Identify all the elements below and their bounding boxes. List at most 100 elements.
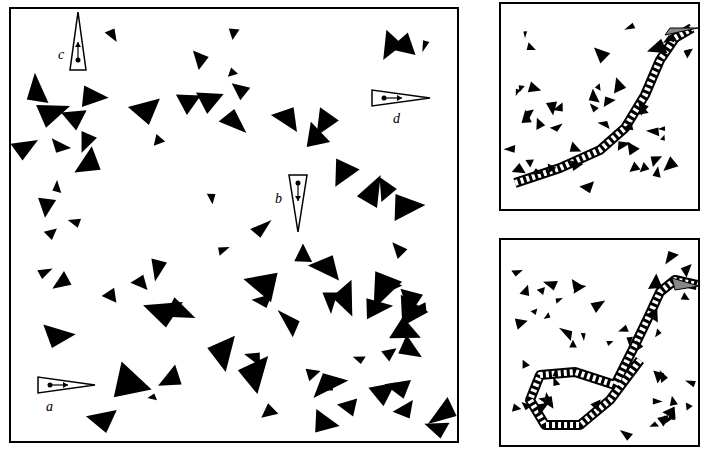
obstacle: [527, 42, 536, 50]
obstacle: [589, 89, 600, 103]
obstacle: [591, 300, 606, 313]
obstacle: [651, 156, 663, 167]
obstacle: [193, 50, 209, 70]
obstacle: [322, 292, 337, 314]
obstacle: [207, 194, 216, 204]
obstacle: [618, 141, 631, 151]
obstacle: [523, 360, 531, 369]
obstacle: [624, 23, 635, 30]
path-outline: [530, 280, 697, 425]
obstacle: [381, 348, 396, 361]
obstacle: [68, 219, 81, 228]
obstacle: [315, 409, 339, 432]
obstacle: [657, 415, 668, 427]
obstacle: [337, 399, 357, 417]
obstacle: [102, 288, 117, 303]
obstacle: [595, 83, 601, 91]
obstacle: [392, 242, 407, 259]
arrowhead: [397, 95, 402, 101]
obstacle: [308, 255, 339, 280]
obstacle: [646, 308, 658, 323]
obstacle: [424, 423, 449, 439]
obstacle: [52, 271, 71, 289]
robot-final: [672, 278, 699, 290]
obstacle: [114, 362, 152, 398]
obstacle: [544, 312, 551, 319]
obstacle: [38, 198, 56, 218]
obstacle: [658, 126, 665, 131]
obstacle: [428, 397, 457, 424]
obstacle: [548, 163, 557, 173]
obstacle: [261, 403, 278, 417]
obstacle: [143, 302, 183, 328]
obstacle: [61, 110, 87, 130]
obstacle: [243, 273, 277, 303]
obstacle: [196, 92, 224, 114]
obstacle: [515, 318, 528, 329]
obstacle: [353, 357, 366, 365]
obstacle: [653, 398, 663, 404]
obstacle: [618, 325, 629, 332]
obstacle: [182, 98, 191, 108]
robot-group: [38, 12, 430, 393]
obstacle: [74, 146, 100, 172]
obstacle: [686, 403, 693, 411]
obstacle: [537, 403, 549, 416]
obstacle: [574, 284, 587, 294]
obstacle: [357, 175, 381, 208]
obstacle: [531, 308, 538, 315]
obstacle: [278, 310, 300, 337]
obstacle: [314, 373, 349, 398]
obstacle: [579, 181, 594, 193]
robot-label: c: [57, 48, 65, 62]
obstacle: [537, 287, 545, 295]
obstacle: [570, 142, 582, 152]
obstacle: [655, 328, 662, 337]
obstacle-group: [11, 28, 457, 438]
obstacle: [569, 340, 577, 348]
obstacle: [614, 77, 626, 93]
obstacle: [620, 430, 633, 441]
obstacle: [232, 83, 251, 100]
robot-label: d: [392, 112, 401, 126]
obstacle: [520, 285, 530, 296]
obstacle: [649, 422, 659, 427]
obstacle: [590, 400, 600, 412]
obstacle: [681, 264, 692, 278]
obstacle: [306, 369, 321, 382]
obstacle: [82, 131, 98, 153]
obstacle: [536, 118, 545, 130]
obstacle: [647, 39, 668, 54]
obstacle: [380, 177, 397, 202]
obstacle: [646, 128, 659, 137]
obstacle: [398, 335, 422, 358]
obstacle: [550, 124, 563, 132]
obstacle: [685, 381, 696, 388]
obstacle: [523, 31, 527, 38]
obstacle: [401, 295, 429, 327]
obstacle: [543, 281, 558, 291]
robot-label: a: [45, 400, 54, 414]
obstacle: [147, 393, 157, 400]
obstacle: [528, 82, 541, 93]
obstacle: [503, 145, 515, 153]
path-outline: [515, 28, 692, 183]
obstacle: [176, 94, 201, 115]
inset-frame: [500, 3, 699, 210]
swept-path: [530, 278, 699, 425]
obstacle: [27, 73, 49, 103]
obstacle: [52, 138, 71, 153]
obstacle: [571, 161, 583, 171]
obstacle: [624, 122, 634, 131]
obstacle: [606, 341, 613, 346]
obstacle: [395, 194, 426, 221]
robot-outline: [372, 90, 430, 106]
inset-frame: [500, 239, 699, 446]
obstacle: [546, 102, 557, 116]
obstacle: [653, 166, 661, 177]
robot-label: b: [274, 192, 283, 206]
obstacle: [556, 298, 564, 304]
obstacle: [636, 340, 643, 350]
obstacle: [604, 96, 616, 107]
